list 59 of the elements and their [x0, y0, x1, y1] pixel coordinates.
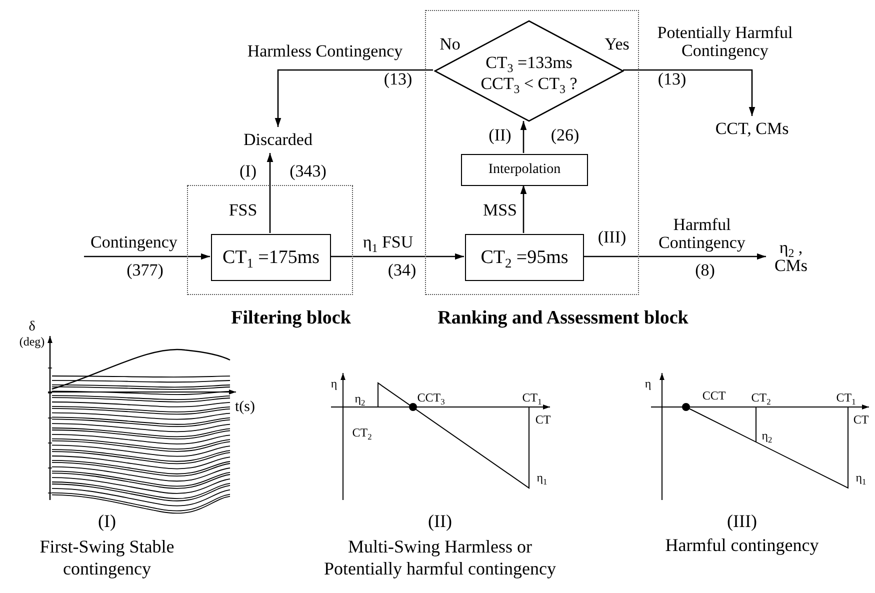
plot-label: CT$_{1}$: [522, 391, 542, 405]
outcome-text: CCT, CMs: [704, 116, 800, 141]
branch-label: No: [440, 36, 460, 54]
arrow: [583, 253, 766, 260]
axis-label: (deg): [19, 335, 45, 349]
case-label: (I): [240, 162, 256, 182]
count-label: (13): [658, 70, 686, 90]
edge-label: MSS: [482, 202, 518, 220]
plot-label: η$_{2}$: [762, 429, 772, 443]
count-label: (377): [126, 262, 164, 280]
plot-label: CT$_{1}$: [836, 391, 856, 405]
branch-label: Yes: [604, 36, 630, 54]
count-label: (26): [550, 126, 580, 146]
panel-number: (III): [727, 512, 757, 532]
block-title: Ranking and Assessment block: [438, 308, 688, 330]
axis-label: CT: [853, 413, 869, 427]
panel-caption: Multi-Swing Harmless or Potentially harmful contingency: [323, 536, 557, 580]
case-label: (III): [598, 228, 626, 248]
edge-label: Contingency: [90, 234, 178, 252]
edge-label: FSS: [228, 202, 258, 220]
decision-text: CT$_{3}$ =133ms CCT$_{3}$ < CT$_{3}$ ?: [480, 52, 578, 94]
process-box: CT$_{1}$ =175ms: [211, 234, 331, 281]
plot-label: CCT: [702, 389, 726, 403]
count-label: (13): [384, 70, 412, 90]
arrow: [520, 185, 527, 233]
panel-caption: Harmful contingency: [665, 536, 819, 556]
edge-label: Potentially Harmful Contingency: [656, 24, 794, 60]
outcome-text: Discarded: [236, 127, 320, 153]
edge-label: η$_{1}$ FSU: [362, 234, 414, 252]
arrow: [274, 69, 433, 127]
case-label: (II): [488, 126, 512, 146]
plot-label: η$_{1}$: [536, 471, 548, 485]
edge-label: Harmful Contingency: [658, 216, 746, 252]
edge-label: Harmless Contingency: [247, 42, 403, 62]
block-title: Filtering block: [231, 308, 351, 330]
panel-number: (II): [428, 512, 452, 532]
axis-label: η: [330, 377, 338, 391]
outcome-text: η$_{2}$ , CMs: [766, 235, 816, 279]
arrow: [330, 253, 464, 260]
plot-label: η$_{2}$: [354, 392, 366, 406]
axis-label: CT: [535, 413, 551, 427]
axis-label: η: [644, 377, 652, 391]
process-box: Interpolation: [461, 154, 588, 186]
plot-label: η$_{1}$: [856, 471, 866, 485]
panel-caption: First-Swing Stable contingency: [38, 536, 176, 580]
count-label: (34): [388, 262, 416, 280]
plot-label: CT$_{2}$: [751, 391, 771, 405]
process-box: CT$_{2}$ =95ms: [465, 234, 584, 281]
plot-label: CT$_{2}$: [352, 426, 372, 440]
arrow: [84, 253, 210, 260]
panel-number: (I): [98, 512, 116, 532]
count-label: (8): [695, 262, 715, 280]
plot-label: CCT$_{3}$: [417, 391, 445, 405]
axis-label: δ: [28, 319, 36, 335]
arrow: [520, 121, 527, 153]
arrow: [623, 69, 756, 116]
arrow: [266, 153, 274, 233]
axis-label: t(s): [235, 398, 255, 416]
count-label: (343): [290, 162, 326, 182]
